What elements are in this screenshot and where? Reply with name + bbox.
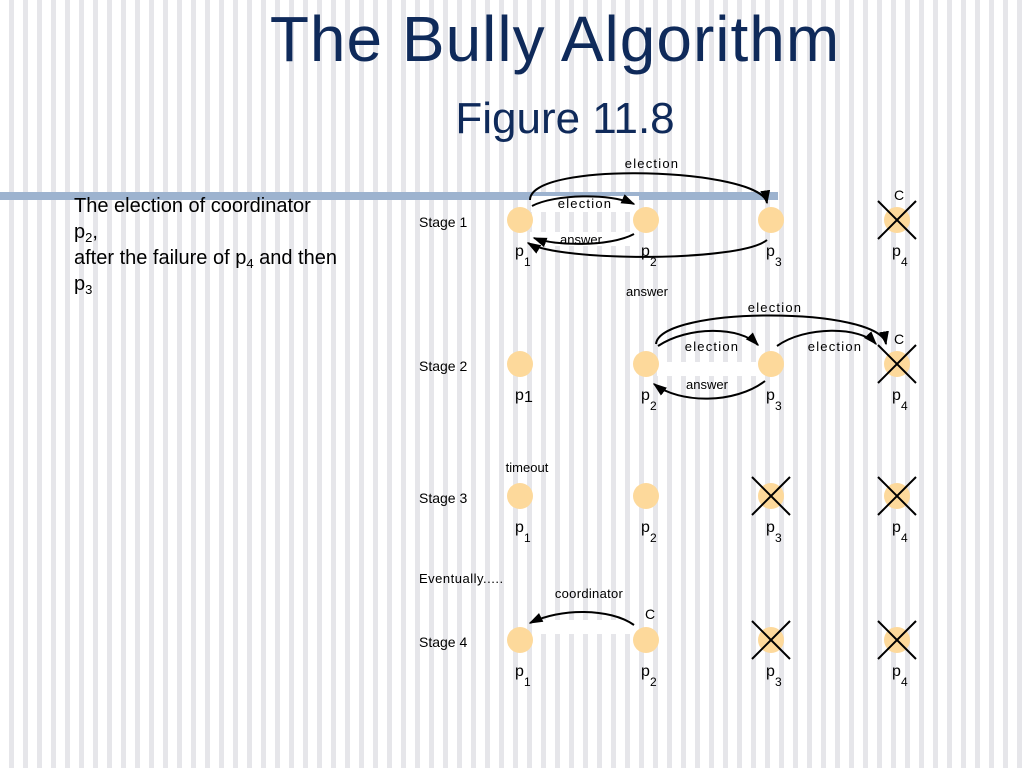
process-label-p3: p [766,243,775,260]
failed-cross-icon [751,476,791,516]
process-node-p2 [633,627,659,653]
description-line-1: The election of coordinator [74,195,311,217]
process-node-p3 [758,207,784,233]
coordinator-label: coordinator [555,586,624,601]
answer-arrow-p3-p1 [526,239,768,258]
title-divider [0,192,778,200]
description-subscript: 3 [85,282,93,297]
process-node-p1 [507,207,533,233]
process-label-p3: p [766,519,775,536]
process-label-p1: p [515,243,524,260]
answer-arrow-p3-p2 [652,380,766,400]
election-arrow-p2-p4 [655,314,889,346]
answer-label: answer [626,284,669,299]
description-text: , [92,221,98,243]
message-bar [531,196,639,212]
process-label-subscript: 1 [524,675,531,689]
figure-subtitle: Figure 11.8 [455,94,675,143]
process-label-subscript: 2 [650,399,657,413]
failed-cross-icon [877,620,917,660]
process-label-subscript: 3 [775,399,782,413]
process-label-subscript: 2 [650,255,657,269]
process-label-subscript: 2 [650,531,657,545]
description-text: after the failure of p [74,247,247,269]
answer-label: answer [560,232,603,247]
election-label: election [808,339,862,354]
process-label-subscript: 3 [775,255,782,269]
process-node-p2 [633,207,659,233]
stage-label: Stage 3 [419,490,467,506]
timeout-label: timeout [506,460,549,475]
description-subscript: 2 [85,230,93,245]
process-label-p4: p [892,387,901,404]
process-node-p1 [507,483,533,509]
message-bar [532,620,636,634]
failed-cross-icon [751,620,791,660]
process-label-p2: p [641,243,650,260]
process-label-p4: p [892,243,901,260]
process-node-p1 [507,627,533,653]
eventually-label: Eventually..... [419,571,504,586]
process-label-subscript: 4 [901,675,908,689]
process-label-subscript: 4 [901,399,908,413]
process-label-subscript: 1 [524,531,531,545]
process-node-p2 [633,483,659,509]
process-label-subscript: 3 [775,675,782,689]
failed-cross-icon [877,476,917,516]
process-node-p1 [507,351,533,377]
election-arrow-p3-p4 [776,329,877,347]
process-label-subscript: 1 [524,389,533,406]
failed-cross-icon [877,344,917,384]
election-label: election [625,156,679,171]
description: The election of coordinator p2, after th… [74,193,414,297]
process-node-p2 [633,351,659,377]
stage-label: Stage 4 [419,634,467,650]
election-arrow-p1-p2 [531,194,636,207]
description-line-4: p3 [74,271,414,297]
process-label-p4: p [892,663,901,680]
process-label-subscript: 4 [901,531,908,545]
description-line-2: p2, [74,219,414,245]
process-label-p1: p [515,387,524,404]
process-label-p4: p [892,519,901,536]
process-label-subscript: 3 [775,531,782,545]
coordinator-mark: C [894,187,904,203]
process-label-p2: p [641,387,650,404]
description-subscript: 4 [246,256,254,271]
description-text: p [74,273,86,295]
answer-label: answer [686,377,729,392]
process-node-p3 [758,351,784,377]
description-text: and then [253,247,337,269]
coordinator-mark: C [645,606,655,622]
stage-label: Stage 2 [419,358,467,374]
description-line-3: after the failure of p4 and then [74,245,414,271]
slide-title: The Bully Algorithm [269,3,841,75]
process-label-p2: p [641,519,650,536]
election-arrow-p1-p3 [529,172,770,205]
process-label-p3: p [766,387,775,404]
election-label: election [558,196,612,211]
process-label-p2: p [641,663,650,680]
answer-arrow-p2-p1 [532,233,635,248]
stage-label: Stage 1 [419,214,467,230]
message-bar [657,362,763,376]
process-label-p1: p [515,663,524,680]
election-label: election [685,339,739,354]
election-arrow-p2-p3 [657,329,759,347]
coordinator-mark: C [894,331,904,347]
election-label: election [748,300,802,315]
process-label-subscript: 1 [524,255,531,269]
process-label-subscript: 2 [650,675,657,689]
process-label-subscript: 4 [901,255,908,269]
description-text: p [74,221,86,243]
process-label-p1: p [515,519,524,536]
failed-cross-icon [877,200,917,240]
process-label-p3: p [766,663,775,680]
coordinator-arrow-p2-p1 [528,611,635,626]
